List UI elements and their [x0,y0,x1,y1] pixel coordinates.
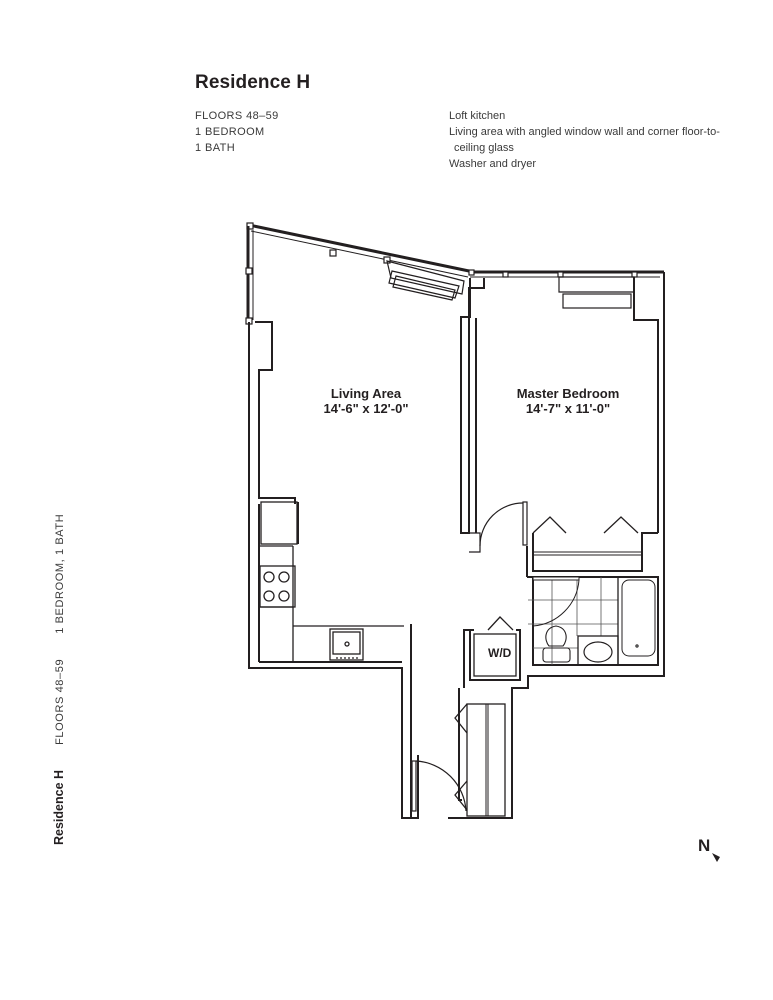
living-hvac-unit [386,260,465,301]
feature-kitchen: Loft kitchen [449,110,506,122]
feature-laundry: Washer and dryer [449,158,537,170]
unit-specs: FLOORS 48–59 1 BEDROOM 1 BATH [195,108,279,156]
feature-living: Living area with angled window wall and … [449,126,720,138]
compass-label: N [698,836,711,855]
spec-floors: FLOORS 48–59 [195,110,279,122]
living-area-name: Living Area [330,386,402,401]
master-bedroom-size: 14'-7" x 11'-0" [525,401,611,416]
kitchen [259,501,404,662]
living-area-label: Living Area 14'-6" x 12'-0" [296,386,436,416]
master-bedroom-label: Master Bedroom 14'-7" x 11'-0" [498,386,638,416]
laundry-closet [469,616,521,681]
washer-dryer-label: W/D [488,646,512,660]
master-bedroom-name: Master Bedroom [516,386,620,401]
feature-living-cont: ceiling glass [454,142,514,154]
spec-baths: 1 BATH [195,142,236,154]
angled-window-wall [245,222,470,325]
bathroom [528,576,659,666]
exterior-walls [248,272,665,819]
page-title: Residence H [195,72,311,93]
bedroom-door [469,501,528,553]
bedroom-closet [526,516,658,578]
entry-door [411,760,467,812]
north-arrow-icon [712,853,720,862]
living-area-size: 14'-6" x 12'-0" [323,401,409,416]
spec-bedrooms: 1 BEDROOM [195,126,265,138]
unit-features: Loft kitchen Living area with angled win… [449,108,739,172]
entry-closet [454,703,506,817]
